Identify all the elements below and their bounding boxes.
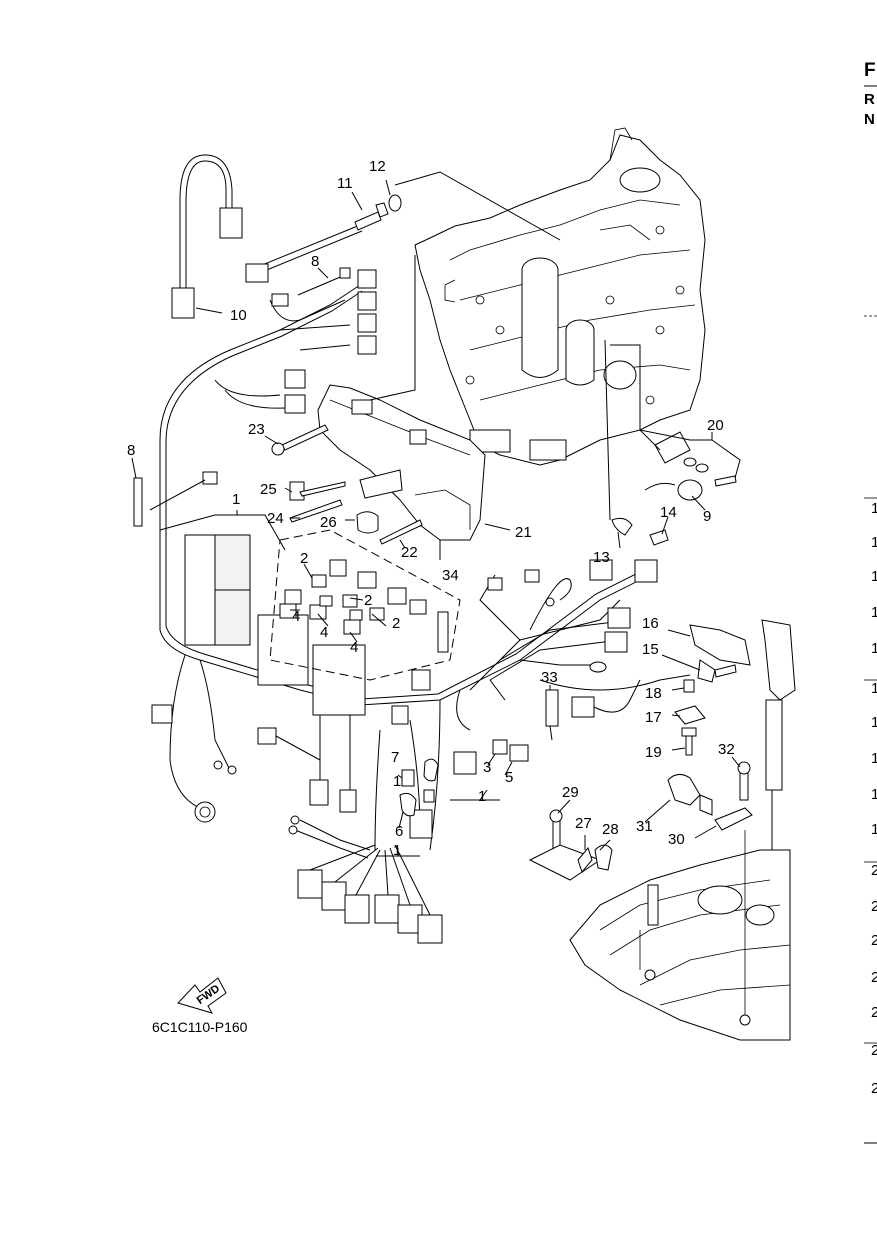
relay-group-outline [269, 529, 461, 681]
engine-block [414, 127, 706, 466]
callout-11: 11 [337, 175, 353, 192]
callout-5-text: 5 [505, 769, 513, 786]
callout-4-a: 4 [292, 608, 300, 625]
callout-1-b: 1 [393, 773, 401, 790]
callout-32: 32 [718, 741, 735, 758]
callout-4-c: 4 [350, 639, 358, 656]
main-harness [151, 520, 691, 944]
fwd-arrow: FWD [177, 977, 227, 1014]
right-rod [761, 619, 796, 960]
callout-2-c: 2 [392, 615, 400, 632]
callout-23: 23 [248, 421, 265, 438]
callout-22: 22 [401, 544, 418, 561]
electrical-bracket [317, 384, 486, 541]
edge-digit: 1 [871, 604, 877, 621]
edge-header-n: N [864, 111, 875, 128]
callout-8-left: 8 [127, 442, 135, 459]
edge-digit: 1 [871, 786, 877, 803]
edge-digit: 1 [871, 821, 877, 838]
edge-digit: 1 [871, 714, 877, 731]
top-harness [159, 154, 402, 520]
edge-digit: 2 [871, 1004, 877, 1021]
edge-header-r: R [864, 91, 875, 108]
callout-10: 10 [230, 307, 247, 324]
callout-1-d: 1 [393, 842, 401, 859]
callout-labels-extra: 5 6 31 [395, 769, 653, 840]
callout-1-top: 1 [232, 491, 240, 508]
callout-31-text: 31 [636, 818, 653, 835]
callout-3: 3 [483, 759, 491, 776]
callout-33: 33 [541, 669, 558, 686]
edge-digit: 2 [871, 1042, 877, 1059]
callout-2-b: 2 [364, 592, 372, 609]
edge-digit: 1 [871, 680, 877, 697]
edge-digit: 1 [871, 640, 877, 657]
callout-2-a: 2 [300, 550, 308, 567]
edge-digit: 1 [871, 500, 877, 517]
callout-17: 17 [645, 709, 662, 726]
bottom-cowling [569, 830, 791, 1041]
edge-digit: 2 [871, 1080, 877, 1097]
callout-34: 34 [442, 567, 459, 584]
callout-30: 30 [668, 831, 685, 848]
bracket-assembly [674, 624, 751, 756]
callout-4-b: 4 [320, 624, 328, 641]
leader-lines [131, 171, 741, 857]
callout-1-c: 1 [478, 788, 486, 805]
callout-15: 15 [642, 641, 659, 658]
callout-24: 24 [267, 510, 284, 527]
callout-19: 19 [645, 744, 662, 761]
loose-parts [133, 424, 559, 741]
right-edge-column: F R N [864, 60, 877, 1144]
relay-parts [279, 559, 449, 653]
callout-18: 18 [645, 685, 662, 702]
edge-digit: 2 [871, 969, 877, 986]
callout-21: 21 [515, 524, 532, 541]
callout-9: 9 [703, 508, 711, 525]
callout-13: 13 [593, 549, 610, 566]
edge-digit: 2 [871, 932, 877, 949]
callout-29: 29 [562, 784, 579, 801]
edge-header-f: F [864, 60, 876, 81]
small-connectors [399, 739, 529, 817]
callout-12: 12 [369, 158, 386, 175]
callout-16: 16 [642, 615, 659, 632]
callout-labels: 12 11 8 10 23 8 25 1 24 26 22 21 34 20 9… [127, 158, 735, 859]
callout-27: 27 [575, 815, 592, 832]
callout-8-top: 8 [311, 253, 319, 270]
edge-digit: 1 [871, 534, 877, 551]
edge-digit: 2 [871, 898, 877, 915]
callout-14: 14 [660, 504, 677, 521]
callout-6-text: 6 [395, 823, 403, 840]
edge-digit: 2 [871, 862, 877, 879]
callout-26: 26 [320, 514, 337, 531]
edge-digit: 1 [871, 568, 877, 585]
edge-digit: 1 [871, 750, 877, 767]
callout-20: 20 [707, 417, 724, 434]
callout-25: 25 [260, 481, 277, 498]
lower-parts [528, 761, 753, 881]
callout-seven: 7 [391, 749, 399, 766]
figure-code: 6C1C110-P160 [152, 1019, 248, 1035]
edge-digits: 1 1 1 1 1 1 1 1 1 1 2 2 2 2 2 2 2 [871, 500, 877, 1097]
sensor-parts [604, 339, 737, 546]
callout-28: 28 [602, 821, 619, 838]
